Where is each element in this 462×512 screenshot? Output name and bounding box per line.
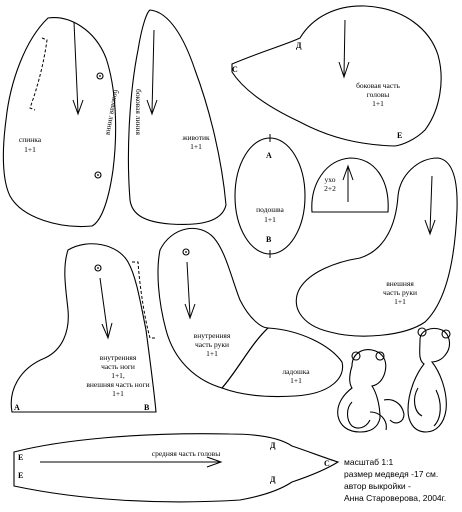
- sole-label: подошва: [256, 205, 284, 214]
- head-side-point-d: Д: [296, 41, 302, 50]
- info-size: размер медведя -17 см.: [344, 469, 438, 479]
- head-side-point-e: Е: [397, 131, 402, 140]
- head-middle-point-c: С: [324, 459, 330, 468]
- belly-count: 1+1: [190, 142, 202, 151]
- bear-illustration: [337, 327, 451, 433]
- ear-piece: ухо 2+2: [311, 157, 389, 213]
- head-middle-point-e-top: Е: [18, 453, 23, 462]
- sole-count: 1+1: [264, 215, 276, 224]
- inner-arm-piece: внутренняя часть руки 1+1: [157, 227, 270, 389]
- inner-leg-piece: А В внутренняя часть ноги 1+1, внешняя ч…: [10, 243, 157, 413]
- sole-point-a: А: [266, 151, 272, 160]
- back-piece: спинка 1+1 боковая линия: [2, 17, 121, 228]
- head-middle-label: средняя часть головы: [152, 449, 221, 458]
- belly-piece: боковая линия животик 1+1: [127, 9, 227, 225]
- inner-arm-label-line1: внутренняя: [194, 331, 231, 340]
- head-side-piece: С Д Е боковая часть головы 1+1: [231, 5, 442, 147]
- head-side-point-c: С: [232, 65, 238, 74]
- info-scale: масштаб 1:1: [344, 457, 393, 467]
- inner-arm-label-line2: часть руки: [195, 340, 229, 349]
- info-author-label: автор выкройки -: [344, 481, 411, 491]
- inner-leg-label-line3: внешняя часть ноги: [86, 380, 149, 389]
- belly-side-line-label: боковая линия: [134, 89, 143, 135]
- sole-point-b: В: [266, 235, 272, 244]
- belly-label: животик: [181, 133, 210, 142]
- ear-label: ухо: [325, 175, 336, 184]
- head-middle-point-e-bottom: Е: [18, 471, 23, 480]
- side-line-label: боковая линия: [104, 89, 121, 136]
- outer-arm-label-line2: часть руки: [383, 288, 417, 297]
- head-middle-point-d-bottom: Д: [270, 475, 276, 484]
- inner-leg-label-line1: внутренняя: [100, 353, 137, 362]
- head-side-label-line2: головы: [367, 90, 390, 99]
- palm-count: 1+1: [290, 376, 302, 385]
- ear-count: 2+2: [324, 184, 336, 193]
- head-middle-piece: Е Е Д Д С средняя часть головы: [13, 433, 340, 503]
- palm-piece: ладошка 1+1: [221, 327, 344, 398]
- head-side-count: 1+1: [372, 99, 384, 108]
- inner-leg-point-a: А: [14, 403, 20, 412]
- outer-arm-count: 1+1: [394, 297, 406, 306]
- info-block: масштаб 1:1 размер медведя -17 см. автор…: [344, 457, 446, 503]
- info-author-name: Анна Староверова, 2004г.: [344, 493, 446, 503]
- inner-arm-count: 1+1: [206, 349, 218, 358]
- outer-arm-label-line1: внешняя: [386, 279, 414, 288]
- palm-label: ладошка: [282, 367, 310, 376]
- inner-leg-count-2: 1+1: [112, 389, 124, 398]
- inner-leg-point-b: В: [144, 403, 150, 412]
- head-side-label-line1: боковая часть: [356, 81, 400, 90]
- back-label: спинка: [19, 135, 42, 144]
- back-count: 1+1: [24, 145, 36, 154]
- inner-leg-label-line2: часть ноги: [101, 362, 135, 371]
- inner-leg-count-1: 1+1,: [111, 371, 125, 380]
- head-middle-point-d-top: Д: [270, 441, 276, 450]
- outer-arm-piece: внешняя часть руки 1+1: [295, 157, 458, 337]
